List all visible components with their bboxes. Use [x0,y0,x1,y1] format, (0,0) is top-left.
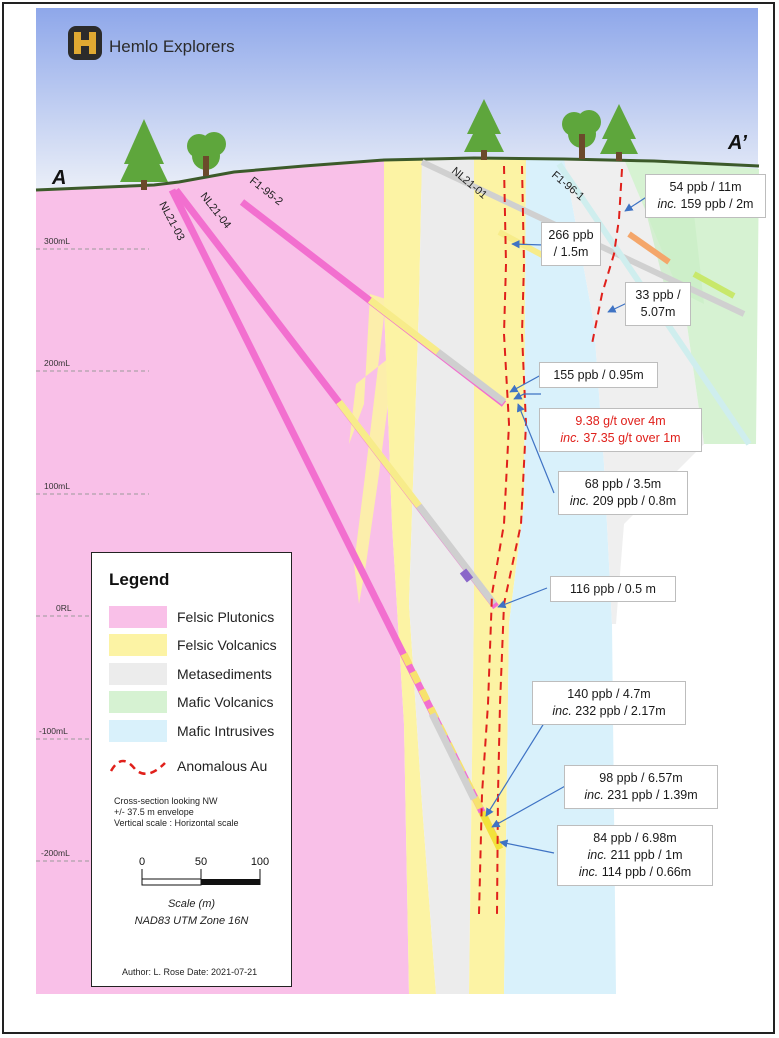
drillhole-NL21-04-volc [336,399,422,509]
callout-266ppb: 266 ppb / 1.5m [541,222,601,266]
legend-swatch [109,691,167,713]
callout-84ppb: 84 ppb / 6.98m inc. 211 ppb / 1m inc. 11… [557,825,713,886]
drillholes [168,159,752,851]
scale-tick-label: 100 [251,856,269,868]
datum-label: NAD83 UTM Zone 16N [134,915,249,927]
deciduous-tree-icon [562,110,601,159]
drillhole-F1-95-2-volc [367,297,441,355]
conifer-icon [120,119,168,190]
conifer-icon [464,99,504,160]
deciduous-tree-icon [187,132,226,176]
anomalous-au-icon [109,759,166,776]
elevation-label: 300mL [44,236,70,246]
legend-item-felsic-plutonics: Felsic Plutonics [109,606,274,628]
legend-note: Cross-section looking NW [114,796,218,806]
legend-label: Metasediments [177,666,272,682]
legend-item-felsic-volcanics: Felsic Volcanics [109,634,277,656]
logo-text: Hemlo Explorers [109,37,235,56]
elevation-label: 200mL [44,358,70,368]
callout-155ppb: 155 ppb / 0.95m [539,362,658,388]
drillhole-NL21-03-metased [428,712,478,801]
legend-item-metasediments: Metasediments [109,663,272,685]
drillhole-NL21-04-purple [459,568,474,583]
legend-item-anomalous-au: Anomalous Au [109,755,267,777]
callout-33ppb: 33 ppb / 5.07m [625,282,691,326]
elevation-lines [36,248,149,862]
scale-bar: 0 50 100 [139,856,269,886]
drillhole-NL21-01-green [692,271,736,299]
legend-label: Felsic Volcanics [177,637,277,653]
callout-140ppb: 140 ppb / 4.7m inc. 232 ppb / 2.17m [532,681,686,725]
legend-label: Mafic Intrusives [177,723,275,739]
legend-note: +/- 37.5 m envelope [114,807,194,817]
legend-swatch [109,606,167,628]
legend-label: Mafic Volcanics [177,694,274,710]
legend-note: Vertical scale : Horizontal scale [114,818,239,828]
callout-98ppb: 98 ppb / 6.57m inc. 231 ppb / 1.39m [564,765,718,809]
elevation-label: -100mL [39,726,68,736]
scale-label: Scale (m) [167,898,216,910]
section-end-label: A’ [727,132,747,154]
author-date: Author: L. Rose Date: 2021-07-21 [122,967,258,977]
legend-item-mafic-volcanics: Mafic Volcanics [109,691,273,713]
legend-label: Anomalous Au [177,758,268,774]
elevation-label: -200mL [41,848,70,858]
drillhole-NL21-04-metased [416,503,497,607]
trees [120,99,638,190]
hemlo-logo: Hemlo Explorers [68,26,235,60]
legend-swatch [109,663,167,685]
legend-title: Legend [109,570,170,589]
callout-54ppb: 54 ppb / 11m inc. 159 ppb / 2m [645,174,766,218]
elevation-label: 0RL [56,603,72,613]
ground-surface [35,156,760,192]
drillhole-F1-96-1-orange [627,231,671,265]
elevation-label: 100mL [44,481,70,491]
anomalous-au-zones [478,165,623,915]
drillhole-F1-95-2-metased [435,349,507,405]
callout-9-38gt: 9.38 g/t over 4m inc. 37.35 g/t over 1m [539,408,702,452]
legend-panel: Legend Felsic Plutonics Felsic Volcanics… [91,552,292,987]
legend-swatch [109,720,167,742]
unit-felsic-volcanics-1 [384,159,436,994]
callout-116ppb: 116 ppb / 0.5 m [550,576,676,602]
legend-swatch [109,634,167,656]
legend-item-mafic-intrusives: Mafic Intrusives [109,720,274,742]
scale-tick-label: 0 [139,856,145,868]
section-start-label: A [51,167,66,189]
legend-label: Felsic Plutonics [177,609,275,625]
unit-mafic-volcanics-2 [644,204,704,304]
conifer-icon [600,104,638,161]
callout-68ppb: 68 ppb / 3.5m inc. 209 ppb / 0.8m [558,471,688,515]
scale-tick-label: 50 [195,856,207,868]
